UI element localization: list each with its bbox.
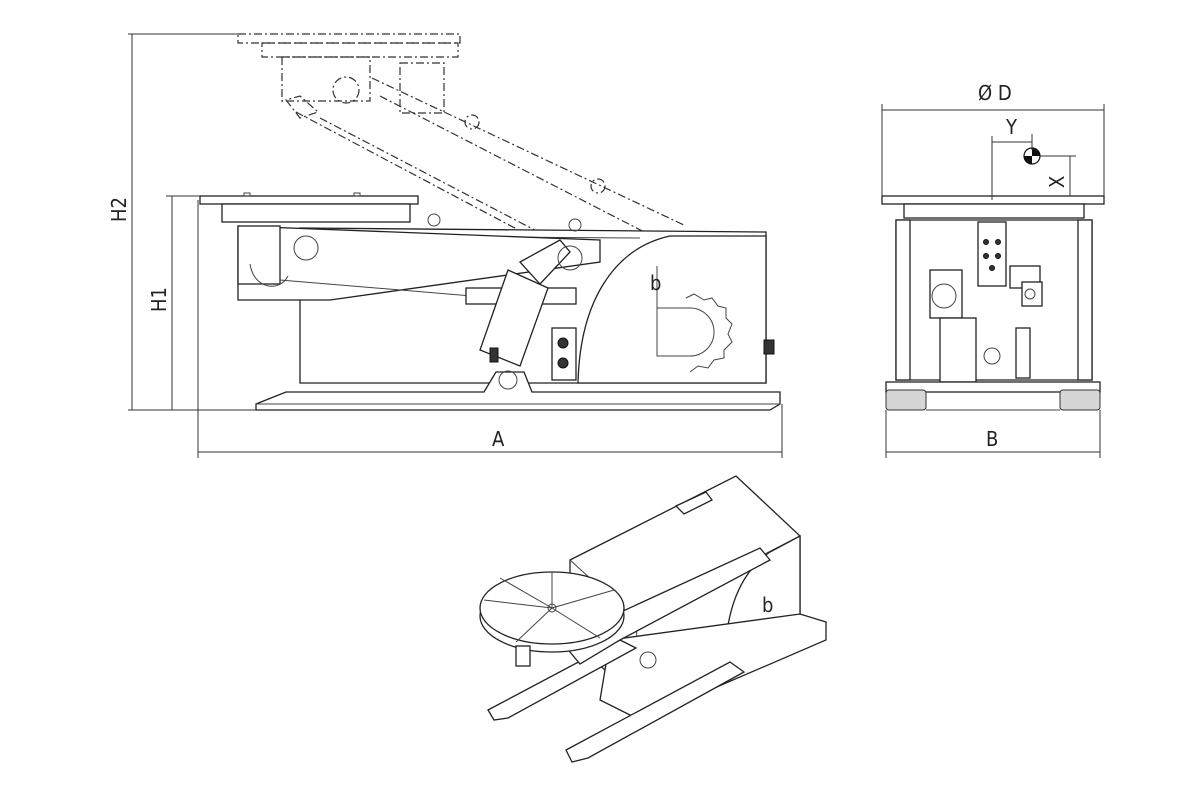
front-turntable-plate [881,195,1105,205]
front-foot-left [885,389,927,411]
dimension-label-x: X [1045,176,1069,188]
hydraulic-cylinder [479,239,583,367]
iso-fork-right [565,661,746,763]
front-foot-right [1059,389,1101,411]
front-view: Ø D Y X B [881,81,1105,458]
dimension-label-h1: H1 [147,287,171,312]
iso-turntable-slots [483,572,615,643]
housing-curved-front [577,235,767,384]
dimension-lines-front [881,104,1105,458]
dimension-lines-side [128,33,783,458]
logo-letter: b [650,271,661,295]
tilted-position-outline [237,33,687,263]
logo-emblem: b [650,266,733,373]
dimension-label-h2: H2 [107,197,131,222]
side-view: b H2 H1 A [107,33,783,458]
iso-logo-letter: b [762,593,773,617]
center-of-gravity-marker [1023,147,1041,165]
dimension-label-b: B [986,427,998,451]
dimension-label-d: Ø D [978,81,1012,105]
dimension-label-a: A [492,427,505,451]
turntable-plate [199,195,419,205]
tilt-arm [237,225,601,301]
dimension-label-y: Y [1005,115,1018,139]
iso-base-rails [599,613,827,721]
base-frame [255,371,781,411]
isometric-view: b [479,475,827,763]
